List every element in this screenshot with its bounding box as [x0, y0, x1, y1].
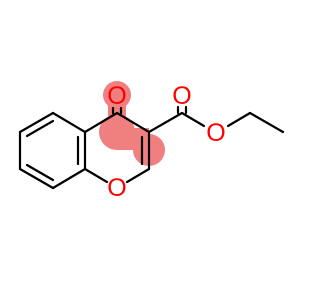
bond-oester-ch2 [226, 111, 252, 128]
bond-c4-c3 [115, 111, 151, 134]
bond-c3-cester [147, 111, 184, 134]
atom-o-ring-label: O [107, 174, 126, 202]
bond-c8-c8a [51, 167, 87, 190]
bond-c4a-c4 [83, 111, 119, 134]
bond-c5-c6-inner [25, 119, 55, 138]
atom-o-ketone-label: O [107, 82, 126, 110]
bond-group [18, 105, 285, 190]
atom-label-group: O O O O [107, 82, 225, 202]
bond-c5-c6 [18, 111, 55, 134]
atom-o-carbonyl-label: O [172, 82, 191, 110]
bond-c2-o1 [125, 167, 151, 184]
bond-o1-c8a [83, 167, 109, 184]
atom-o-ester-label: O [206, 119, 225, 147]
bond-cester-oester [180, 111, 206, 128]
bond-c4a-c5 [51, 111, 87, 134]
bond-ch2-ch3 [248, 111, 285, 134]
molecule-structure-diagram: O O O O [18, 81, 285, 202]
bond-c7-c8-inner [25, 163, 55, 182]
bond-c7-c8 [18, 167, 55, 190]
